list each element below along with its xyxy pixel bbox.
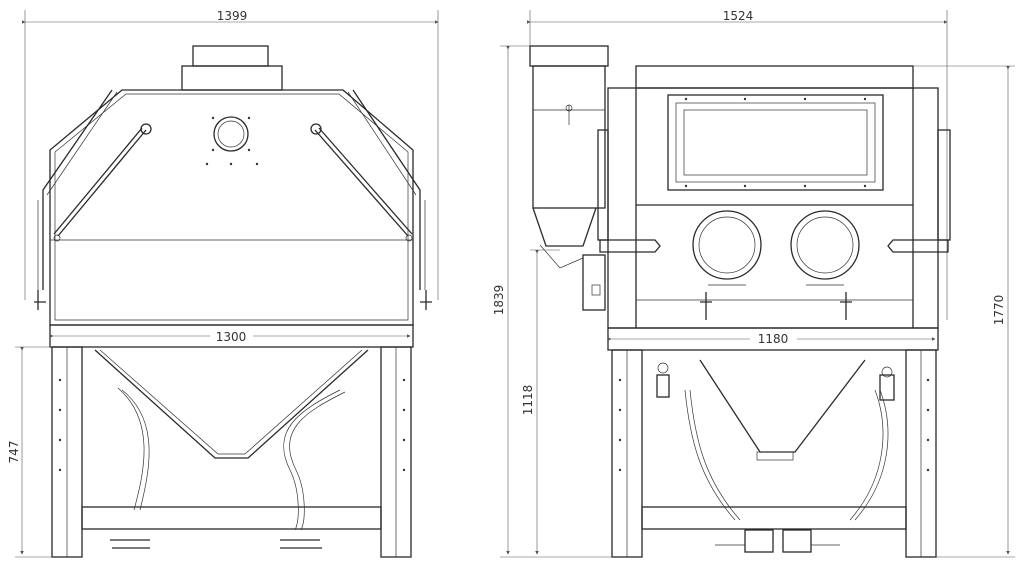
front-view: 1399 — [7, 9, 439, 558]
side-table: 1180 — [607, 327, 939, 351]
light-porthole — [213, 116, 249, 152]
dim-1300-label: 1300 — [216, 330, 247, 344]
front-cabinet — [34, 45, 432, 326]
side-hopper — [529, 45, 609, 311]
side-cabinet — [597, 65, 951, 329]
glove-port-right — [790, 210, 860, 280]
dim-1180-label: 1180 — [758, 332, 789, 346]
dim-747-label: 747 — [7, 441, 21, 464]
dim-1399-label: 1399 — [217, 9, 248, 23]
glove-port-left — [692, 210, 762, 280]
dim-1118-label: 1118 — [521, 385, 535, 416]
side-view: 1524 — [492, 9, 1015, 558]
dim-front-width: 1399 — [22, 9, 439, 300]
side-stand — [611, 349, 937, 558]
dim-1770-label: 1770 — [992, 295, 1006, 326]
dim-side-width: 1524 — [527, 9, 948, 320]
dim-1524-label: 1524 — [723, 9, 754, 23]
dim-leg-height: 747 — [7, 346, 52, 558]
viewing-window — [667, 94, 884, 191]
front-stand — [51, 346, 412, 558]
front-table: 1300 — [49, 324, 414, 348]
dim-1839-label: 1839 — [492, 285, 506, 316]
dim-side-heights: 1839 1118 1770 — [492, 45, 1015, 558]
